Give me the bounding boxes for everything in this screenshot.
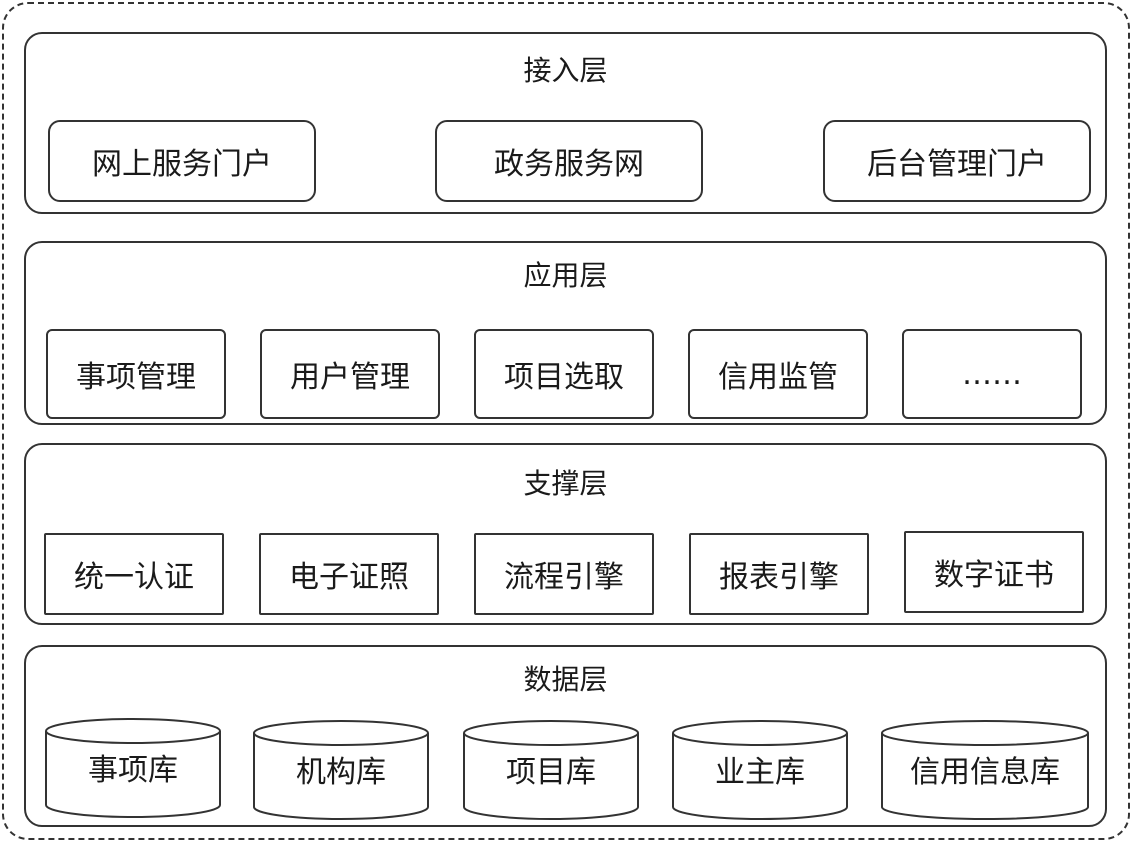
access-item-admin-portal: 后台管理门户 xyxy=(823,120,1091,202)
db-owner-library: 业主库 xyxy=(671,719,849,823)
db-label: 事项库 xyxy=(88,753,178,788)
database-cylinder-icon xyxy=(253,720,429,820)
access-layer-title: 接入层 xyxy=(523,54,608,87)
db-organization-library: 机构库 xyxy=(252,719,430,823)
db-label: 项目库 xyxy=(506,755,596,790)
app-item-matter-management: 事项管理 xyxy=(46,329,226,419)
access-item-gov-service-net: 政务服务网 xyxy=(435,120,703,202)
db-label: 机构库 xyxy=(296,755,386,790)
application-layer: 应用层 事项管理 用户管理 项目选取 信用监管 …… xyxy=(24,241,1107,425)
data-layer: 数据层 事项库 机构库 项目库 业主库 信用信息库 xyxy=(24,645,1107,827)
support-layer-title: 支撑层 xyxy=(523,467,608,500)
database-cylinder-icon xyxy=(881,720,1089,820)
access-layer: 接入层 网上服务门户 政务服务网 后台管理门户 xyxy=(24,32,1107,214)
data-layer-title: 数据层 xyxy=(523,663,608,696)
app-item-credit-supervision: 信用监管 xyxy=(688,329,868,419)
support-item-workflow-engine: 流程引擎 xyxy=(474,533,654,615)
db-credit-info-library: 信用信息库 xyxy=(880,719,1090,823)
app-item-more: …… xyxy=(902,329,1082,419)
database-cylinder-icon xyxy=(672,720,848,820)
support-item-e-license: 电子证照 xyxy=(259,533,439,615)
support-item-digital-certificate: 数字证书 xyxy=(904,531,1084,613)
support-layer: 支撑层 统一认证 电子证照 流程引擎 报表引擎 数字证书 xyxy=(24,443,1107,625)
application-layer-title: 应用层 xyxy=(523,259,608,292)
db-matter-library: 事项库 xyxy=(44,717,222,821)
db-project-library: 项目库 xyxy=(462,719,640,823)
database-cylinder-icon xyxy=(463,720,639,820)
db-label: 业主库 xyxy=(715,755,805,790)
app-item-project-selection: 项目选取 xyxy=(474,329,654,419)
support-item-report-engine: 报表引擎 xyxy=(689,533,869,615)
app-item-user-management: 用户管理 xyxy=(260,329,440,419)
support-item-unified-auth: 统一认证 xyxy=(44,533,224,615)
database-cylinder-icon xyxy=(45,718,221,818)
access-item-online-portal: 网上服务门户 xyxy=(48,120,316,202)
db-label: 信用信息库 xyxy=(910,755,1060,790)
